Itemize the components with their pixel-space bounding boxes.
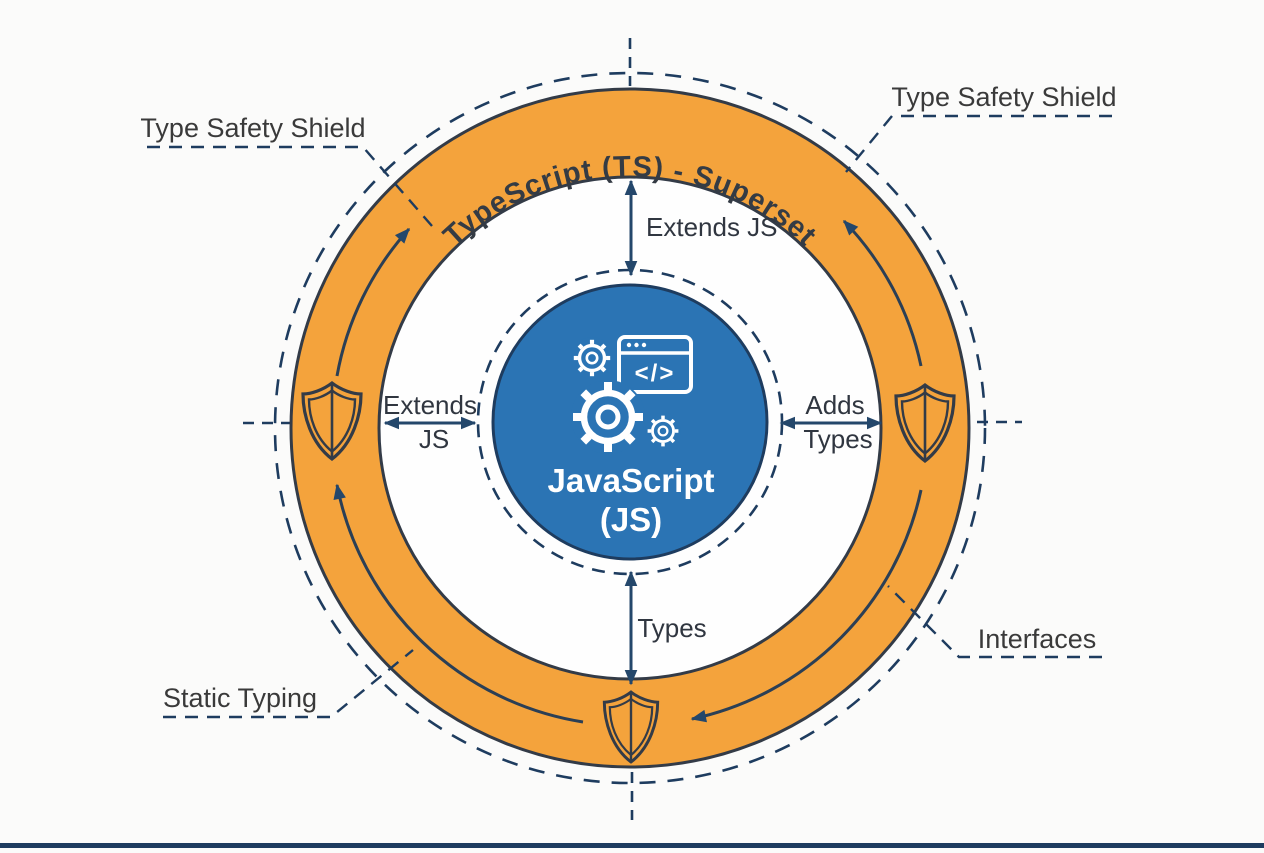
flow-arrow-top-left — [335, 227, 411, 377]
callout-type-safety-shield-left: Type Safety Shield — [140, 113, 365, 143]
javascript-label-line2: (JS) — [600, 501, 662, 538]
gear-icons — [559, 332, 687, 466]
leader-top-right — [845, 114, 1112, 173]
extends-js-label-left-line2: JS — [419, 424, 449, 454]
adds-types-label-line1: Adds — [805, 390, 864, 420]
callout-leaders — [147, 114, 1112, 719]
leader-bottom-right — [887, 585, 1102, 659]
extends-js-label-top: Extends JS — [646, 212, 778, 242]
types-label-bottom: Types — [637, 613, 706, 643]
flow-arrow-top-right — [842, 219, 923, 367]
bottom-frame-border — [0, 843, 1264, 848]
callout-interfaces: Interfaces — [978, 624, 1097, 654]
leader-top-left — [147, 145, 433, 227]
callout-type-safety-shield-right: Type Safety Shield — [891, 82, 1116, 112]
code-brackets-glyph: </> — [635, 360, 676, 387]
extends-js-label-left-line1: Extends — [383, 390, 477, 420]
flow-arrow-bottom-left — [333, 483, 584, 724]
adds-types-label-line2: Types — [803, 424, 872, 454]
outer-dashed-circle — [273, 71, 987, 785]
javascript-label-line1: JavaScript — [548, 462, 715, 499]
browser-window-dots — [626, 342, 647, 348]
browser-window-frame — [617, 335, 693, 394]
code-window-icon: </> — [617, 335, 693, 394]
leader-bottom-left — [163, 649, 414, 719]
flow-arrow-bottom-right — [690, 489, 923, 723]
callout-static-typing: Static Typing — [163, 683, 317, 713]
relation-arrows — [383, 179, 883, 686]
ring-flow-arrows — [333, 219, 923, 724]
